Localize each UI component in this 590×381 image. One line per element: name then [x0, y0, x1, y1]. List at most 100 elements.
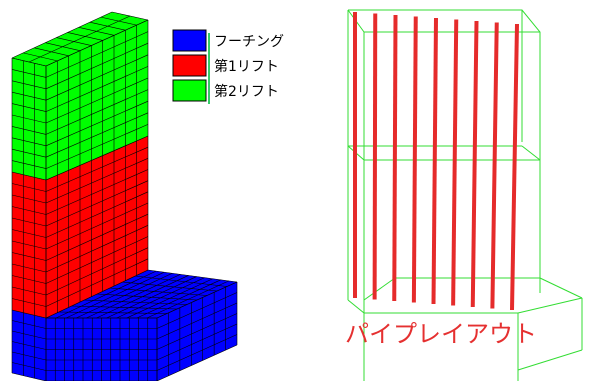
mesh-line — [11, 252, 47, 261]
legend-swatch-lift1 — [172, 54, 207, 77]
mesh-line — [45, 213, 149, 261]
mesh-line — [45, 124, 149, 169]
mesh-line — [45, 258, 149, 307]
mesh-line — [11, 80, 47, 90]
mesh-line — [11, 229, 47, 238]
pipe-layout-label: パイプレイアウト — [345, 320, 537, 348]
mesh-line — [106, 276, 197, 319]
mesh-line — [11, 240, 47, 250]
mesh-line — [45, 269, 149, 319]
mesh-line — [136, 279, 221, 319]
mesh-line — [45, 225, 149, 273]
mesh-line — [11, 11, 113, 59]
pipe-9 — [510, 23, 519, 311]
mesh-line — [11, 309, 47, 319]
mesh-line — [156, 313, 238, 350]
mesh-line — [11, 320, 47, 329]
mesh-line — [96, 293, 198, 301]
mesh-line — [45, 42, 149, 90]
mesh-line — [11, 275, 47, 284]
mesh-line — [11, 372, 47, 381]
mesh-line — [116, 277, 205, 319]
mesh-line — [156, 334, 238, 371]
mesh-line — [11, 330, 47, 340]
mesh-line — [45, 180, 149, 227]
mesh-line — [156, 323, 238, 361]
footing-top-left-edge — [347, 299, 365, 314]
mesh-line — [58, 311, 168, 314]
mesh-line — [84, 299, 188, 305]
legend-item-lift2: 第2リフト — [172, 79, 279, 102]
mesh-line — [11, 114, 47, 124]
mesh-line — [11, 298, 47, 307]
legend: フーチング 第1リフト 第2リフト — [172, 29, 284, 104]
mesh-line — [45, 31, 149, 78]
pipe-4 — [411, 16, 418, 303]
mesh-line — [45, 19, 149, 67]
mesh-line — [45, 236, 149, 284]
legend-item-footing: フーチング — [172, 29, 284, 52]
mesh-line — [45, 89, 149, 135]
mesh-line — [109, 287, 208, 296]
lift1-front-face — [46, 136, 148, 318]
mesh-line — [11, 194, 47, 204]
legend-swatch-footing — [172, 29, 207, 52]
mesh-line — [71, 305, 178, 310]
mesh-line — [11, 263, 47, 273]
mesh-line — [45, 146, 149, 192]
mesh-line — [146, 280, 230, 319]
lift1-block — [11, 135, 149, 319]
mesh-line — [11, 206, 47, 215]
mesh-line — [11, 183, 47, 192]
mesh-line — [156, 302, 238, 340]
footing-bottom-edge — [517, 349, 583, 371]
mesh-line — [86, 274, 181, 319]
mesh-line — [147, 269, 238, 283]
lift2-mesh-lines — [11, 11, 149, 181]
lift1-mesh-lines — [11, 135, 149, 319]
mesh-line — [11, 217, 47, 227]
mesh-line — [156, 281, 238, 319]
pipe-layout-wireframe: パイプレイアウト — [345, 9, 583, 381]
mesh-line — [11, 171, 47, 181]
mesh-line — [45, 66, 149, 112]
mesh-line — [11, 160, 47, 169]
mesh-line — [28, 15, 131, 63]
footing-front-top-edge — [517, 297, 583, 314]
pipes — [353, 12, 519, 311]
joint-right-edge — [521, 145, 541, 161]
mesh-line — [11, 69, 47, 78]
mesh-line — [45, 158, 149, 204]
mesh-line — [11, 341, 47, 350]
mesh-line — [126, 278, 213, 319]
mesh-line — [45, 202, 149, 250]
pipe-6 — [451, 19, 459, 306]
mesh-line — [45, 77, 149, 124]
mesh-line — [45, 135, 149, 181]
pipe-7 — [470, 20, 479, 308]
mesh-line — [11, 91, 47, 101]
lift2-front-face — [46, 20, 148, 180]
footing-mesh-lines — [11, 269, 238, 381]
legend-item-lift1: 第1リフト — [172, 54, 279, 77]
footing-back-left-edge — [363, 277, 396, 301]
mesh-line — [11, 137, 47, 147]
mesh-line — [111, 11, 149, 21]
mesh-line — [156, 344, 238, 381]
mesh-line — [135, 275, 228, 287]
pipe-2 — [372, 13, 378, 300]
lift2-block — [11, 11, 149, 181]
mesh-line — [11, 286, 47, 296]
pipe-5 — [431, 17, 438, 305]
mesh-line — [11, 103, 47, 112]
mesh-line — [45, 54, 149, 101]
mesh-line — [122, 281, 218, 292]
mesh-line — [45, 247, 149, 296]
footing-block — [11, 269, 238, 381]
footing-back-right-edge — [539, 277, 583, 299]
mesh-line — [11, 362, 47, 371]
mesh-line — [45, 169, 149, 215]
legend-swatch-lift2 — [172, 79, 207, 102]
